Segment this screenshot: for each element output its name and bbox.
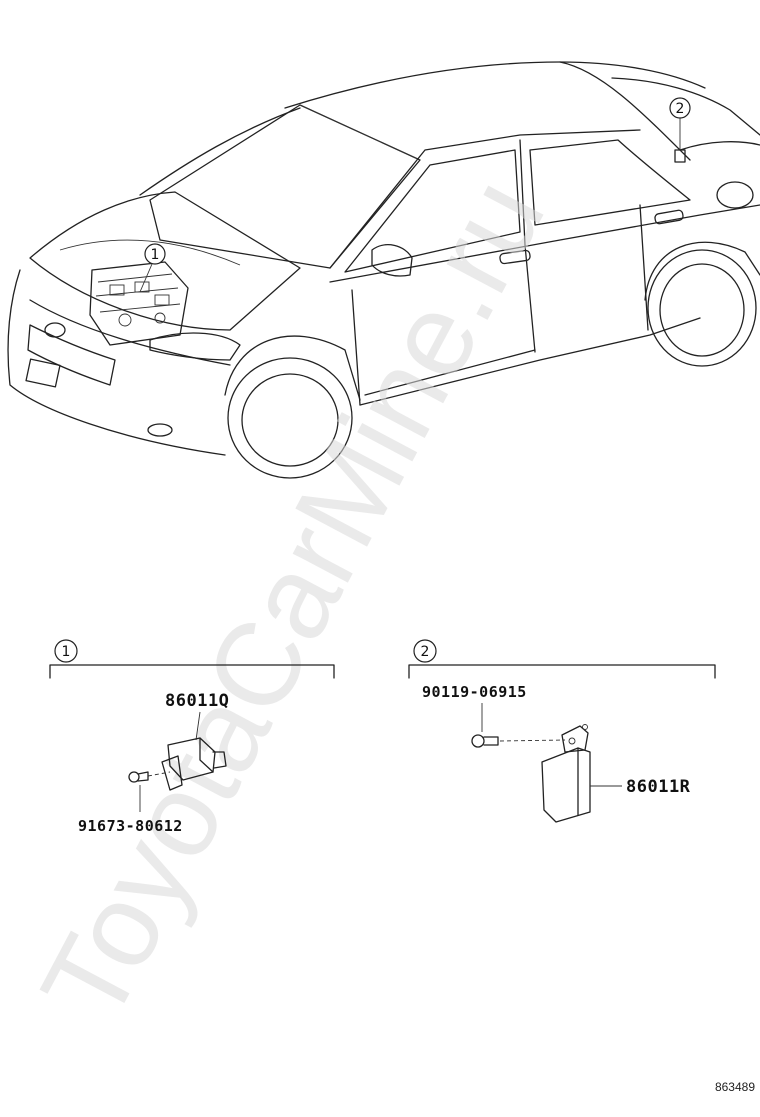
part-86011q-drawing	[147, 737, 227, 791]
part-number-86011q: 86011Q	[165, 691, 229, 711]
watermark: ToyotaCarMine.ru	[16, 158, 570, 1042]
car-illustration	[7, 61, 760, 479]
group-1: 1 86011Q 91673-80612	[49, 639, 335, 835]
car-callout-1: 1	[139, 243, 166, 293]
group-1-callout: 1	[62, 644, 71, 660]
part-90119-06915-drawing	[471, 734, 566, 748]
part-86011r-drawing	[541, 724, 622, 823]
part-number-90119-06915: 90119-06915	[422, 683, 527, 701]
car-callout-2: 2	[669, 97, 691, 150]
group-2-callout: 2	[421, 644, 430, 660]
diagram-number: 863489	[715, 1080, 755, 1094]
rear-part-location	[674, 149, 686, 163]
group-2: 2 90119-06915 86011R	[408, 639, 716, 823]
part-91673-80612-drawing	[128, 771, 149, 812]
group-2-bracket	[408, 664, 716, 679]
part-number-86011r: 86011R	[626, 777, 691, 797]
car-callout-2-label: 2	[676, 101, 685, 117]
car-callout-1-label: 1	[151, 247, 160, 263]
part-number-91673-80612: 91673-80612	[78, 817, 183, 835]
engine-block	[89, 261, 189, 346]
group-1-bracket	[49, 664, 335, 679]
